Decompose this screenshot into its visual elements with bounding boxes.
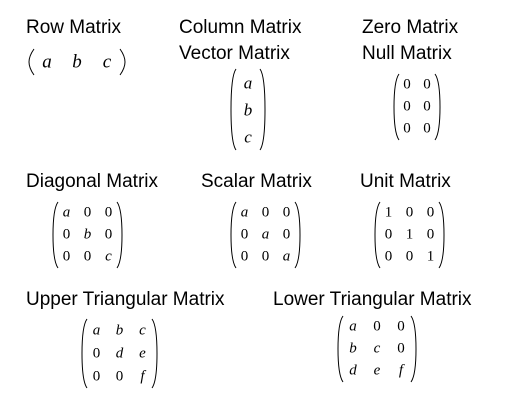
unit-matrix-title: Unit Matrix <box>360 171 451 192</box>
upper-brackets <box>81 318 158 389</box>
unit-cell: 1 <box>405 226 414 243</box>
upper-cell: d <box>115 345 124 361</box>
diagonal-cell: 0 <box>62 248 71 265</box>
left-paren <box>81 318 88 389</box>
upper-cell: f <box>140 368 145 384</box>
unit-cell: 0 <box>405 204 414 221</box>
zero-matrix-title: Zero Matrix <box>362 17 459 38</box>
zero-cell: 0 <box>403 98 411 115</box>
scalar-cell: a <box>240 204 249 221</box>
scalar-cell: 0 <box>261 248 270 265</box>
row-matrix-title: Row Matrix <box>26 17 122 38</box>
diagonal-cell: 0 <box>104 204 113 221</box>
scalar-cell: 0 <box>240 226 249 243</box>
left-paren <box>337 315 344 383</box>
left-paren <box>230 68 237 151</box>
column-matrix-title: Column Matrix <box>179 17 302 38</box>
upper-cell: 0 <box>92 345 101 361</box>
lower-cell: 0 <box>397 318 405 335</box>
scalar-cell: 0 <box>261 204 270 221</box>
right-paren <box>119 48 126 76</box>
right-paren <box>116 201 123 269</box>
diagonal-cell: 0 <box>83 204 92 221</box>
unit-cell: 0 <box>426 204 435 221</box>
upper-triangular-matrix-title: Upper Triangular Matrix <box>26 289 225 310</box>
right-paren <box>410 315 417 383</box>
lower-triangular-matrix-title: Lower Triangular Matrix <box>273 289 472 310</box>
right-paren <box>438 201 445 269</box>
column-cell: a <box>243 73 253 92</box>
left-paren <box>393 73 400 141</box>
diagonal-cell: b <box>83 226 92 243</box>
lower-cell: c <box>373 340 381 357</box>
unit-brackets <box>374 201 445 269</box>
zero-cell: 0 <box>423 76 431 93</box>
right-paren <box>259 68 266 151</box>
row-cell: c <box>102 51 112 73</box>
lower-cell: a <box>349 318 357 335</box>
right-paren <box>151 318 158 389</box>
diagonal-cell: 0 <box>104 226 113 243</box>
upper-cell: b <box>115 322 124 338</box>
row-brackets <box>28 48 126 76</box>
lower-cell: d <box>349 362 357 379</box>
zero-cell: 0 <box>403 76 411 93</box>
lower-brackets <box>337 315 417 383</box>
upper-cell: a <box>92 322 101 338</box>
unit-cell: 0 <box>426 226 435 243</box>
vector-matrix-title: Vector Matrix <box>179 43 290 64</box>
unit-cell: 0 <box>405 248 414 265</box>
right-paren <box>434 73 441 141</box>
lower-cell: e <box>373 362 381 379</box>
scalar-cell: 0 <box>240 248 249 265</box>
upper-cell: c <box>139 322 146 338</box>
upper-cell: 0 <box>115 368 124 384</box>
lower-cell: 0 <box>373 318 381 335</box>
left-paren <box>28 48 35 76</box>
scalar-cell: 0 <box>282 226 291 243</box>
diagonal-cell: 0 <box>62 226 71 243</box>
scalar-brackets <box>230 201 301 269</box>
null-matrix-title: Null Matrix <box>362 43 452 64</box>
unit-cell: 1 <box>426 248 435 265</box>
row-cell: b <box>72 51 82 73</box>
lower-cell: f <box>398 362 404 379</box>
zero-cell: 0 <box>423 120 431 137</box>
left-paren <box>374 201 381 269</box>
upper-cell: 0 <box>92 368 101 384</box>
diagonal-brackets <box>52 201 123 269</box>
zero-brackets <box>393 73 441 141</box>
right-paren <box>294 201 301 269</box>
scalar-matrix-title: Scalar Matrix <box>201 171 312 192</box>
scalar-cell: 0 <box>282 204 291 221</box>
unit-cell: 0 <box>384 248 393 265</box>
scalar-cell: a <box>282 248 291 265</box>
diagonal-cell: c <box>105 248 112 265</box>
column-brackets <box>230 68 266 151</box>
unit-cell: 0 <box>384 226 393 243</box>
diagonal-matrix-title: Diagonal Matrix <box>26 171 158 192</box>
left-paren <box>52 201 59 269</box>
unit-cell: 1 <box>384 204 393 221</box>
left-paren <box>230 201 237 269</box>
zero-cell: 0 <box>423 98 431 115</box>
column-cell: b <box>243 100 253 119</box>
diagonal-cell: a <box>62 204 71 221</box>
scalar-cell: a <box>261 226 270 243</box>
upper-cell: e <box>139 345 146 361</box>
row-cell: a <box>42 51 52 73</box>
column-cell: c <box>244 127 252 146</box>
lower-cell: b <box>349 340 357 357</box>
diagonal-cell: 0 <box>83 248 92 265</box>
zero-cell: 0 <box>403 120 411 137</box>
lower-cell: 0 <box>397 340 405 357</box>
